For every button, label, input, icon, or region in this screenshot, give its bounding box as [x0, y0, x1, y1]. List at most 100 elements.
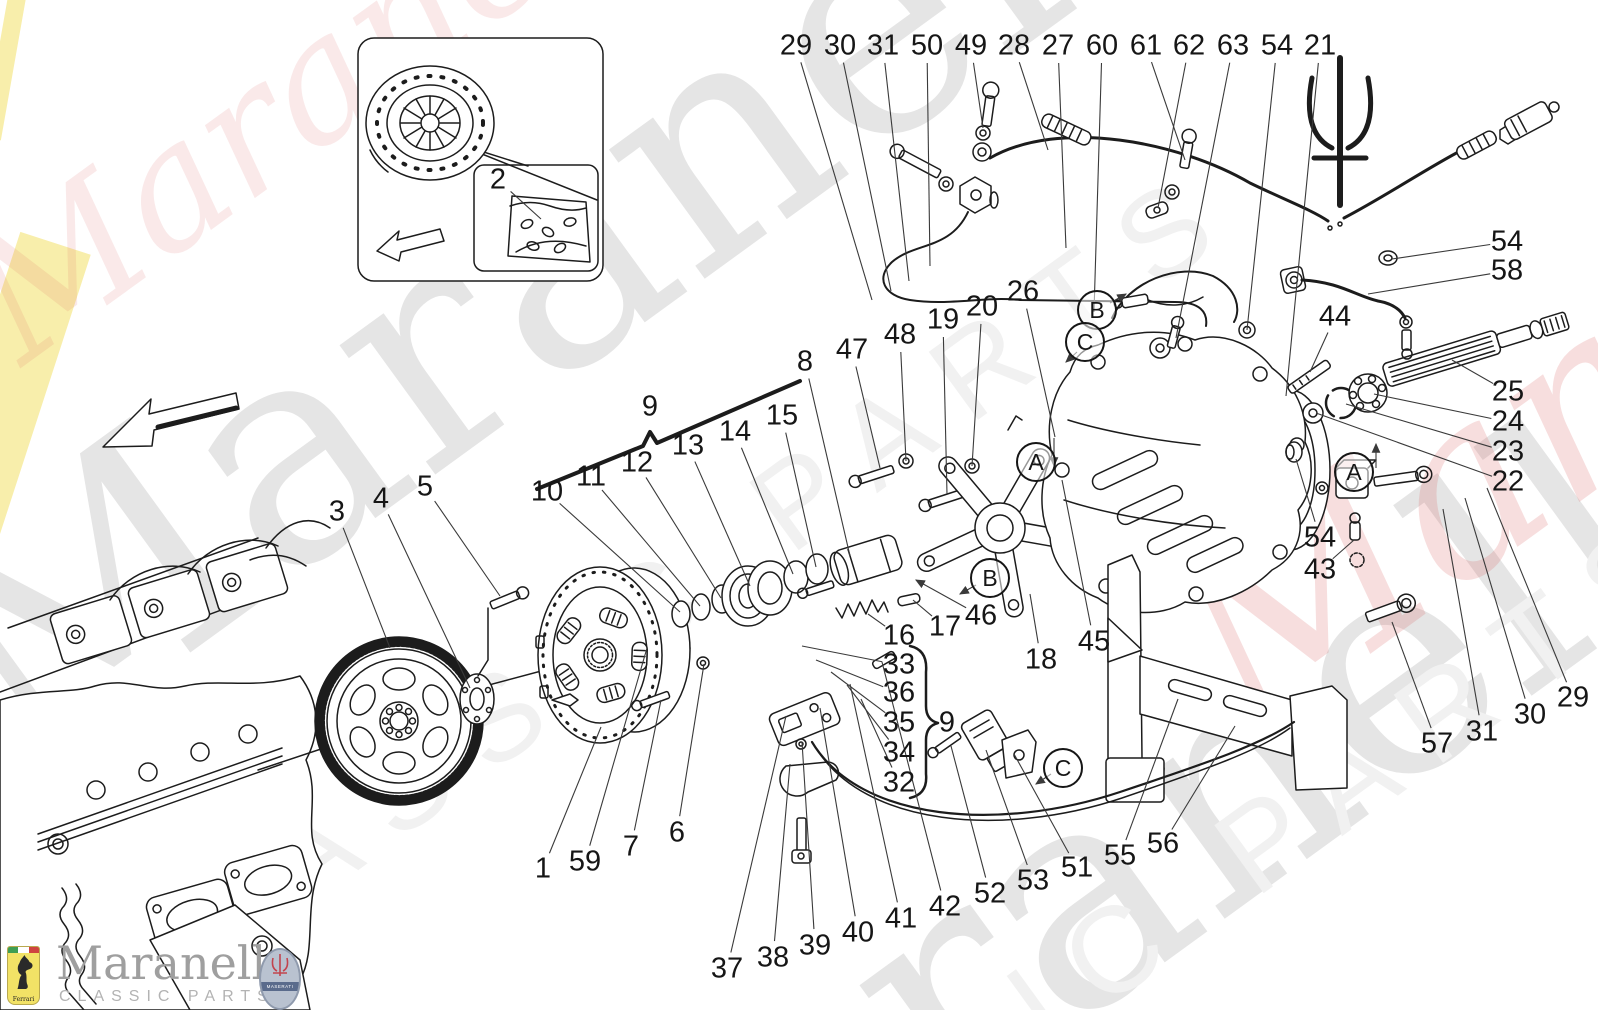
callout-42[interactable]: 42 — [928, 890, 962, 923]
callout-56[interactable]: 56 — [1146, 827, 1180, 860]
callout-25[interactable]: 25 — [1491, 375, 1525, 408]
callout-29[interactable]: 29 — [1556, 681, 1590, 714]
callout-7[interactable]: 7 — [622, 830, 640, 863]
callout-6[interactable]: 6 — [668, 816, 686, 849]
callout-38[interactable]: 38 — [756, 941, 790, 974]
maserati-label: MASERATI — [261, 982, 299, 991]
callout-8[interactable]: 8 — [796, 345, 814, 378]
callout-48[interactable]: 48 — [883, 318, 917, 351]
callout-35[interactable]: 35 — [882, 706, 916, 739]
callout-30[interactable]: 30 — [823, 29, 857, 62]
classic-parts-label: CLASSIC PARTS — [59, 988, 275, 1005]
callout-2[interactable]: 2 — [489, 163, 507, 196]
callout-47[interactable]: 47 — [835, 333, 869, 366]
callout-9[interactable]: 9 — [938, 706, 956, 739]
ferrari-shield-logo: Ferrari — [7, 946, 40, 1005]
callout-44[interactable]: 44 — [1318, 300, 1352, 333]
callout-11[interactable]: 11 — [575, 460, 607, 493]
callout-59[interactable]: 59 — [568, 845, 602, 878]
callout-39[interactable]: 39 — [798, 929, 832, 962]
callout-30[interactable]: 30 — [1513, 698, 1547, 731]
ferrari-label: Ferrari — [12, 996, 35, 1003]
callout-62[interactable]: 62 — [1172, 29, 1206, 62]
callout-3[interactable]: 3 — [328, 495, 346, 528]
callout-41[interactable]: 41 — [884, 902, 918, 935]
callout-57[interactable]: 57 — [1420, 727, 1454, 760]
flywheel-drawing — [315, 637, 483, 805]
callout-54[interactable]: 54 — [1490, 225, 1524, 258]
callout-49[interactable]: 49 — [954, 29, 988, 62]
ref-letter-B: B — [970, 558, 1010, 598]
callout-31[interactable]: 31 — [1465, 715, 1499, 748]
callout-58[interactable]: 58 — [1490, 254, 1524, 287]
callout-27[interactable]: 27 — [1041, 29, 1075, 62]
callout-40[interactable]: 40 — [841, 916, 875, 949]
callout-53[interactable]: 53 — [1016, 864, 1050, 897]
callout-1[interactable]: 1 — [534, 852, 552, 885]
prancing-horse-icon — [17, 955, 33, 989]
callout-9[interactable]: 9 — [641, 390, 659, 423]
callout-50[interactable]: 50 — [910, 29, 944, 62]
callout-36[interactable]: 36 — [882, 676, 916, 709]
callout-28[interactable]: 28 — [997, 29, 1031, 62]
callout-23[interactable]: 23 — [1491, 435, 1525, 468]
callout-4[interactable]: 4 — [372, 482, 390, 515]
callout-15[interactable]: 15 — [765, 399, 799, 432]
callout-12[interactable]: 12 — [620, 446, 654, 479]
callout-21[interactable]: 21 — [1303, 29, 1337, 62]
callout-52[interactable]: 52 — [973, 877, 1007, 910]
callout-60[interactable]: 60 — [1085, 29, 1119, 62]
engine-block-drawing — [0, 521, 330, 1010]
callout-46[interactable]: 46 — [964, 599, 998, 632]
callout-51[interactable]: 51 — [1060, 851, 1094, 884]
callout-19[interactable]: 19 — [926, 303, 960, 336]
maranello-logo-text: Maranello — [56, 936, 294, 990]
callout-45[interactable]: 45 — [1077, 625, 1111, 658]
callout-26[interactable]: 26 — [1006, 275, 1040, 308]
callout-22[interactable]: 22 — [1491, 465, 1525, 498]
callout-31[interactable]: 31 — [866, 29, 900, 62]
maserati-badge: MASERATI — [259, 948, 301, 1010]
group-bracket-9 — [537, 381, 800, 489]
callout-24[interactable]: 24 — [1491, 405, 1525, 438]
release-fork-drawing — [915, 416, 1091, 618]
spring-drawing — [836, 600, 888, 618]
spacer-and-bolt-drawing — [460, 585, 530, 724]
hydraulic-lines-drawing — [537, 81, 1564, 798]
callout-18[interactable]: 18 — [1024, 643, 1058, 676]
callout-20[interactable]: 20 — [965, 290, 999, 323]
callout-17[interactable]: 17 — [928, 610, 962, 643]
callout-61[interactable]: 61 — [1129, 29, 1163, 62]
callout-29[interactable]: 29 — [779, 29, 813, 62]
ref-letter-A: A — [1016, 442, 1056, 482]
callout-16[interactable]: 16 — [882, 619, 916, 652]
ref-letter-A: A — [1334, 452, 1374, 492]
callout-34[interactable]: 34 — [882, 736, 916, 769]
callout-55[interactable]: 55 — [1103, 839, 1137, 872]
pilot-bush-drawing — [552, 694, 578, 706]
watermark-trident-icon — [1309, 58, 1370, 205]
group-brace-9 — [910, 646, 938, 798]
callout-33[interactable]: 33 — [882, 648, 916, 681]
inset-parts-bag — [508, 196, 590, 262]
callout-10[interactable]: 10 — [530, 475, 564, 508]
callout-43[interactable]: 43 — [1303, 553, 1337, 586]
clutch-disc-drawing — [536, 567, 709, 743]
ref-letter-C: C — [1065, 322, 1105, 362]
inset-arrow-icon — [377, 229, 444, 261]
callout-13[interactable]: 13 — [671, 429, 705, 462]
inset-kit-box — [358, 38, 603, 281]
callout-32[interactable]: 32 — [882, 766, 916, 799]
callout-54[interactable]: 54 — [1303, 521, 1337, 554]
callout-37[interactable]: 37 — [710, 952, 744, 985]
callout-54[interactable]: 54 — [1260, 29, 1294, 62]
callout-63[interactable]: 63 — [1216, 29, 1250, 62]
direction-arrow-icon — [103, 393, 239, 447]
trident-icon — [271, 954, 289, 976]
callout-5[interactable]: 5 — [416, 470, 434, 503]
callout-14[interactable]: 14 — [718, 415, 752, 448]
